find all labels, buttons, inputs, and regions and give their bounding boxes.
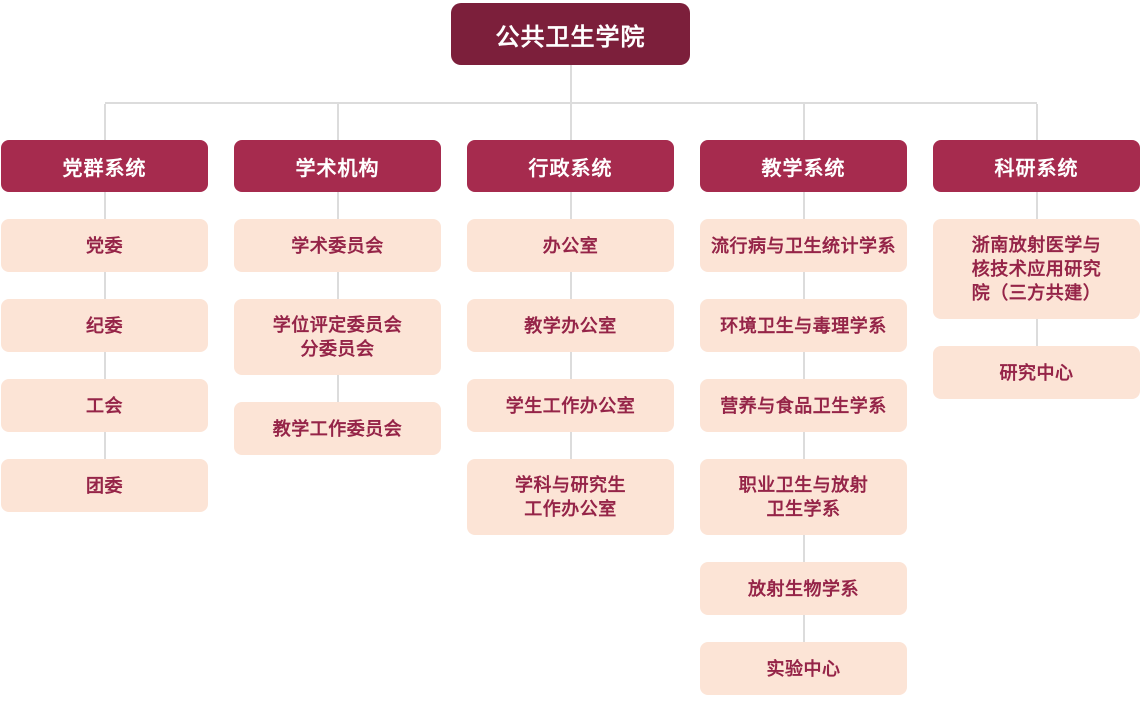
org-node-label: 办公室 [542, 235, 599, 256]
connector-line [802, 104, 805, 140]
org-column-2: 学术机构 学术委员会 学位评定委员会 分委员会 教学工作委员会 [234, 140, 441, 455]
column-items: 浙南放射医学与 核技术应用研究 院（三方共建） 研究中心 [933, 192, 1140, 399]
org-node: 学位评定委员会 分委员会 [234, 299, 441, 375]
connector-line [569, 192, 572, 219]
connector-line [1035, 104, 1038, 140]
branch-header: 党群系统 [1, 140, 208, 192]
org-node-label: 环境卫生与毒理学系 [720, 315, 887, 336]
org-node: 放射生物学系 [700, 562, 907, 615]
branch-stub-cell [1, 104, 208, 140]
root-connector-line [569, 65, 572, 102]
connector-line [336, 375, 339, 402]
connector-line [103, 104, 106, 140]
connector-line [802, 192, 805, 219]
org-node-label: 学生工作办公室 [505, 395, 636, 416]
branch-header: 科研系统 [933, 140, 1140, 192]
root-node: 公共卫生学院 [451, 3, 690, 65]
connector-line [802, 615, 805, 642]
branch-stub-cell [234, 104, 441, 140]
org-node-label: 教学工作委员会 [272, 418, 403, 439]
org-node: 教学工作委员会 [234, 402, 441, 455]
connector-line [802, 432, 805, 459]
org-node: 研究中心 [933, 346, 1140, 399]
org-node-label: 团委 [86, 475, 123, 496]
connector-line [569, 432, 572, 459]
connector-line [336, 104, 339, 140]
org-node-label: 纪委 [86, 315, 123, 336]
connector-horizontal-line [104, 102, 1037, 104]
org-node-label: 学科与研究生 工作办公室 [515, 475, 626, 519]
org-node: 环境卫生与毒理学系 [700, 299, 907, 352]
connector-line [103, 432, 106, 459]
org-node-label: 实验中心 [766, 658, 841, 679]
connector-line [1035, 192, 1038, 219]
org-node-label: 学位评定委员会 分委员会 [272, 315, 403, 359]
columns-row: 党群系统 党委 纪委 工会 团委 学术机构 学术委员会 学位评定委员会 分委员会… [0, 140, 1141, 695]
org-node: 工会 [1, 379, 208, 432]
column-items: 流行病与卫生统计学系 环境卫生与毒理学系 营养与食品卫生学系 职业卫生与放射 卫… [700, 192, 907, 695]
connector-line [1035, 319, 1038, 346]
connector-line [336, 192, 339, 219]
column-items: 办公室 教学办公室 学生工作办公室 学科与研究生 工作办公室 [467, 192, 674, 535]
connector-line [802, 535, 805, 562]
column-items: 学术委员会 学位评定委员会 分委员会 教学工作委员会 [234, 192, 441, 455]
connector-line [103, 192, 106, 219]
org-node-label: 学术委员会 [291, 235, 384, 256]
org-node: 浙南放射医学与 核技术应用研究 院（三方共建） [933, 219, 1140, 319]
org-node: 营养与食品卫生学系 [700, 379, 907, 432]
org-node: 学生工作办公室 [467, 379, 674, 432]
connector-line [569, 272, 572, 299]
org-column-5: 科研系统 浙南放射医学与 核技术应用研究 院（三方共建） 研究中心 [933, 140, 1140, 399]
org-node-label: 党委 [86, 235, 123, 256]
connector-line [802, 352, 805, 379]
org-node: 实验中心 [700, 642, 907, 695]
connector-line [569, 104, 572, 140]
branch-stub-cell [467, 104, 674, 140]
connector-line [336, 272, 339, 299]
org-node-label: 教学办公室 [524, 315, 617, 336]
connector-line [569, 352, 572, 379]
org-node-label: 研究中心 [999, 362, 1074, 383]
org-node: 教学办公室 [467, 299, 674, 352]
org-node: 纪委 [1, 299, 208, 352]
org-node-label: 流行病与卫生统计学系 [711, 235, 896, 256]
org-node: 职业卫生与放射 卫生学系 [700, 459, 907, 535]
branch-header: 教学系统 [700, 140, 907, 192]
root-node-label: 公共卫生学院 [495, 23, 646, 51]
org-node: 办公室 [467, 219, 674, 272]
org-node-label: 放射生物学系 [748, 578, 859, 599]
branch-stub-cell [700, 104, 907, 140]
org-column-3: 行政系统 办公室 教学办公室 学生工作办公室 学科与研究生 工作办公室 [467, 140, 674, 535]
org-column-1: 党群系统 党委 纪委 工会 团委 [1, 140, 208, 512]
root-row: 公共卫生学院 [0, 0, 1141, 65]
branch-header: 学术机构 [234, 140, 441, 192]
org-column-4: 教学系统 流行病与卫生统计学系 环境卫生与毒理学系 营养与食品卫生学系 职业卫生… [700, 140, 907, 695]
connector-line [103, 272, 106, 299]
column-items: 党委 纪委 工会 团委 [1, 192, 208, 512]
org-node: 党委 [1, 219, 208, 272]
org-node: 学科与研究生 工作办公室 [467, 459, 674, 535]
branch-stubs-row [0, 104, 1141, 140]
org-node-label: 营养与食品卫生学系 [720, 395, 887, 416]
org-node-label: 职业卫生与放射 卫生学系 [738, 475, 869, 519]
org-node: 流行病与卫生统计学系 [700, 219, 907, 272]
org-node: 团委 [1, 459, 208, 512]
connector-line [103, 352, 106, 379]
org-node-label: 浙南放射医学与 核技术应用研究 院（三方共建） [971, 235, 1102, 303]
org-node: 学术委员会 [234, 219, 441, 272]
branch-header: 行政系统 [467, 140, 674, 192]
branch-stub-cell [933, 104, 1140, 140]
connector-line [802, 272, 805, 299]
org-node-label: 工会 [86, 395, 123, 416]
